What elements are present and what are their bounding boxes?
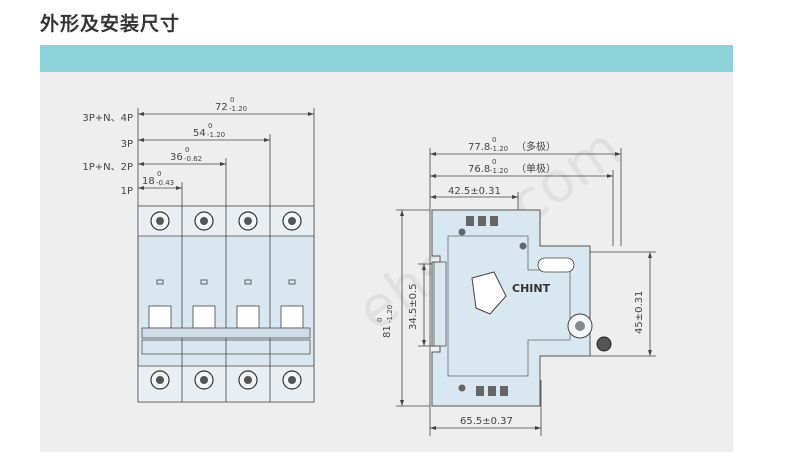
dim-81: 81 <box>382 325 393 338</box>
bottom-terminal-screw-center <box>156 376 164 384</box>
pole-label-2p: 1P+N、2P <box>82 162 133 173</box>
dim-45: 45±0.31 <box>634 291 645 334</box>
pole-label-4p: 3P+N、4P <box>82 113 133 124</box>
handle-lever <box>192 305 216 329</box>
dim-36-upper: 0 <box>185 146 189 154</box>
dim-77-8-upper: 0 <box>492 136 496 144</box>
front-view: 3P+N、4P 3P 1P+N、2P 1P 72 0 -1.20 54 0 -1… <box>82 96 315 403</box>
bottom-terminal-screw-center <box>200 376 208 384</box>
dim-54-lower: -1.20 <box>207 131 225 139</box>
dim-76-8-lower: -1.20 <box>490 167 508 175</box>
dim-72-upper: 0 <box>230 96 234 104</box>
pole-label-1p: 1P <box>121 186 133 197</box>
handle-lever <box>280 305 304 329</box>
side-view: 77.8 0 -1.20 （多极） 76.8 0 -1.20 （单极） 42.5… <box>376 136 656 436</box>
dim-76-8-upper: 0 <box>492 158 496 166</box>
brand-label: CHINT <box>512 282 551 295</box>
dim-81-lower: -1.20 <box>386 305 394 323</box>
dim-72: 72 <box>215 102 228 113</box>
dim-18-lower: -0.43 <box>156 179 174 187</box>
dim-42-5: 42.5±0.31 <box>448 186 501 197</box>
indicator-window <box>288 279 296 285</box>
dim-34-5: 34.5±0.5 <box>408 283 419 330</box>
side-body <box>431 209 591 407</box>
dim-76-8-note: （单极） <box>516 162 556 175</box>
top-terminal-screw-center <box>156 217 164 225</box>
bottom-terminal-screw-center <box>244 376 252 384</box>
dim-36: 36 <box>170 152 183 163</box>
indicator-window <box>200 279 208 285</box>
dim-36-lower: -0.62 <box>184 155 202 163</box>
dim-77-8-note: （多极） <box>516 140 556 153</box>
top-terminal-screw-center <box>288 217 296 225</box>
indicator-window <box>156 279 164 285</box>
top-terminal-screw-center <box>200 217 208 225</box>
dim-77-8: 77.8 <box>468 142 490 153</box>
dim-72-lower: -1.20 <box>229 105 247 113</box>
bottom-terminal-screw-center <box>288 376 296 384</box>
page-title: 外形及安装尺寸 <box>40 13 181 35</box>
header-band <box>40 45 733 72</box>
handle-lever <box>148 305 172 329</box>
top-terminal-screw-center <box>244 217 252 225</box>
dim-65-5: 65.5±0.37 <box>460 416 513 427</box>
indicator-window <box>244 279 252 285</box>
dim-77-8-lower: -1.20 <box>490 145 508 153</box>
dim-54-upper: 0 <box>208 122 212 130</box>
handle-lever <box>236 305 260 329</box>
dim-54: 54 <box>193 128 206 139</box>
dim-18: 18 <box>142 176 155 187</box>
dim-18-upper: 0 <box>157 170 161 178</box>
pole-label-3p: 3P <box>121 139 133 150</box>
dim-81-upper: 0 <box>376 318 384 322</box>
dim-76-8: 76.8 <box>468 164 490 175</box>
